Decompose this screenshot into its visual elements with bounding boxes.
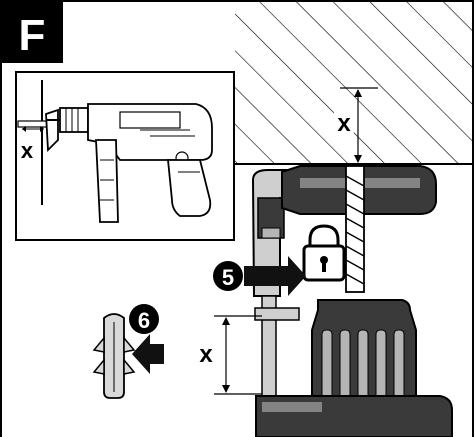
panel-badge: F [1,1,63,63]
step-6-insert: 6 [92,304,164,399]
drill-dimension: x [199,315,262,395]
inset-drill-view: x [15,71,235,241]
arrow-right-icon [244,256,306,296]
wall-plug-icon [92,313,136,399]
step-number-6: 6 [138,308,150,333]
lock-icon [302,224,346,282]
dimension-label-top: x [337,110,351,137]
dimension-label-bottom: x [199,341,213,368]
ceiling-hatch [235,2,473,165]
dimension-label-inset: x [21,138,34,163]
step-number-5: 5 [222,265,234,290]
arrow-left-icon [132,334,164,374]
step-5-push: 5 [213,256,306,296]
panel-letter: F [19,11,46,60]
drill-main [251,165,453,437]
ceiling-dimension: x [334,87,378,163]
